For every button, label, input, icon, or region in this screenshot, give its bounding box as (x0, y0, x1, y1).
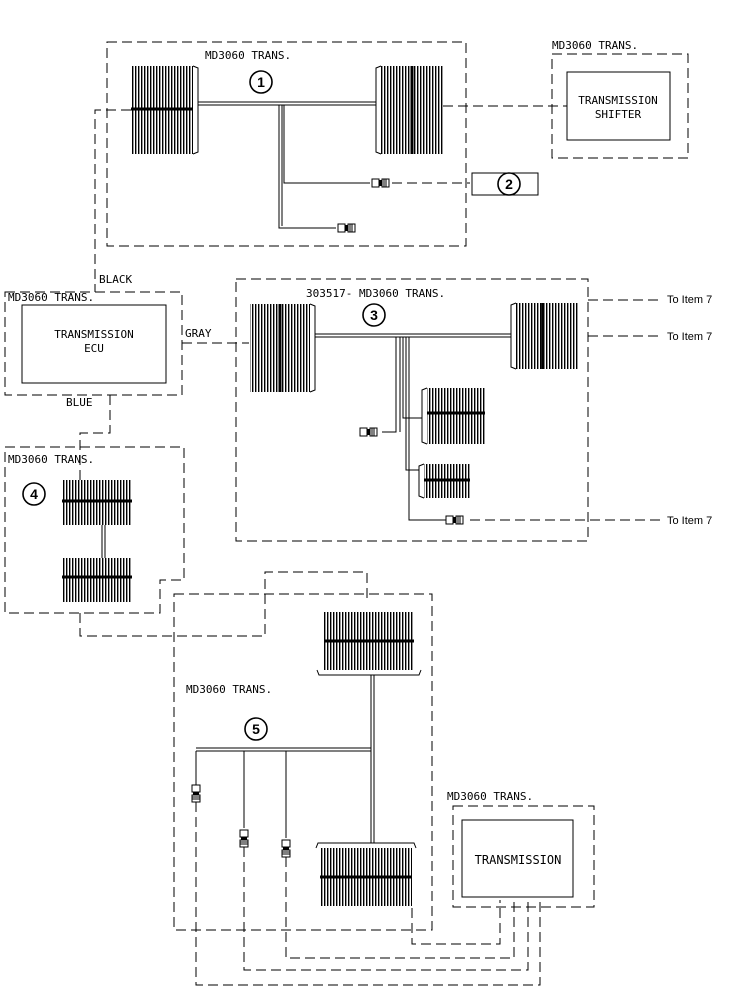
item-4-badge (22, 482, 46, 506)
shifter-title: MD3060 TRANS. (552, 39, 638, 52)
ecu-label-line1: TRANSMISSION (54, 328, 133, 341)
item-2-plug: 2 (392, 172, 539, 196)
transmission-box (461, 819, 574, 898)
shifter-group: MD3060 TRANS. TRANSMISSION SHIFTER (443, 39, 689, 159)
item-5-title: MD3060 TRANS. (186, 683, 272, 696)
item-4-number: 4 (30, 486, 38, 502)
transmission-group: MD3060 TRANS. TRANSMISSION (195, 790, 595, 986)
item-1-harness: MD3060 TRANS. 1 (106, 41, 467, 247)
item-3-plug-a (359, 427, 378, 437)
ref-item7-b: To Item 7 (667, 331, 712, 343)
item-3-plug-b (445, 515, 464, 525)
transmission-ecu-box (21, 304, 167, 384)
ecu-title: MD3060 TRANS. (8, 291, 94, 304)
item-4-connector-bottom (62, 558, 132, 602)
item-5-plug-b (239, 829, 249, 848)
item-5-number: 5 (252, 721, 260, 737)
ecu-label-line2: ECU (84, 342, 104, 355)
ecu-group: MD3060 TRANS. TRANSMISSION ECU BLACK GRA… (4, 109, 249, 480)
ref-item7-a: To Item 7 (667, 294, 712, 306)
ref-item7-c: To Item 7 (667, 515, 712, 527)
shifter-label-line1: TRANSMISSION (578, 94, 657, 107)
transmission-title: MD3060 TRANS. (447, 790, 533, 803)
item-3-connector-right (516, 303, 578, 369)
item-1-number: 1 (257, 74, 265, 90)
wire-blue-label: BLUE (66, 396, 93, 409)
item-5-plug-a (191, 784, 201, 803)
item-3-harness: 303517- MD3060 TRANS. To Item 7 To Item … (235, 278, 712, 542)
transmission-label: TRANSMISSION (475, 853, 562, 867)
wire-black-label: BLACK (99, 273, 132, 286)
shifter-label-line2: SHIFTER (595, 108, 642, 121)
item-1-plug-a (371, 178, 390, 188)
item-4-title: MD3060 TRANS. (8, 453, 94, 466)
item-3-title: 303517- MD3060 TRANS. (306, 287, 445, 300)
item-5-harness: MD3060 TRANS. 5 (173, 593, 433, 931)
item-5-plug-c (281, 839, 291, 858)
item-1-badge (249, 70, 273, 94)
item-5-badge (244, 717, 268, 741)
item-3-number: 3 (370, 307, 378, 323)
item-4-harness: MD3060 TRANS. 4 (4, 446, 368, 637)
wire-gray-label: GRAY (185, 327, 212, 340)
item-3-connector-middle (427, 388, 485, 444)
item-2-number: 2 (505, 176, 513, 192)
item-2-badge (497, 172, 521, 196)
item-3-badge (362, 303, 386, 327)
item-1-title: MD3060 TRANS. (205, 49, 291, 62)
item-1-plug-b (337, 223, 356, 233)
